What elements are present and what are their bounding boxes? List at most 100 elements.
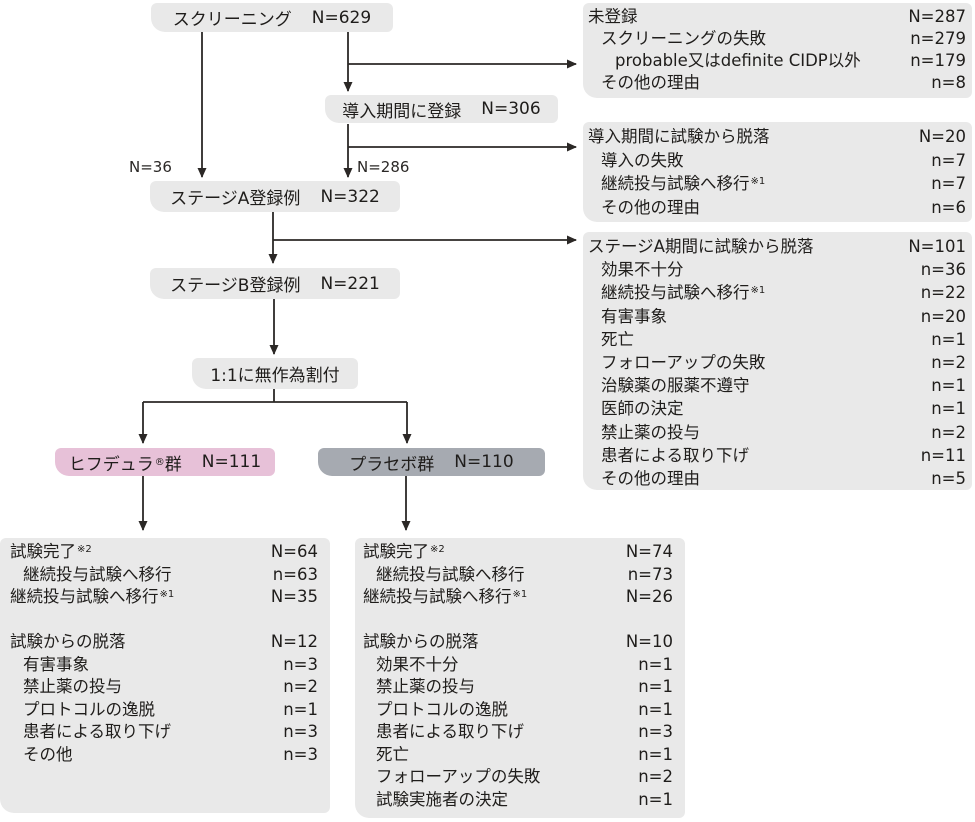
detail-label: プロトコルの逸脱 xyxy=(376,699,508,719)
detail-label: 効果不十分 xyxy=(601,260,684,280)
detail-label: その他 xyxy=(23,744,73,764)
detail-row: 治験薬の服薬不遵守 n=1 xyxy=(583,374,972,397)
detail-row: 導入の失敗 n=7 xyxy=(583,149,972,173)
detail-value: n=2 xyxy=(283,677,318,696)
detail-label: 禁止薬の投与 xyxy=(376,677,475,696)
detail-label: 未登録 xyxy=(588,7,638,26)
detail-row: 試験からの脱落 N=12 xyxy=(0,631,330,654)
detail-value: n=3 xyxy=(283,744,318,764)
placebo-group-label: プラセボ群 xyxy=(349,454,435,475)
detail-value: N=26 xyxy=(625,587,673,606)
detail-row: 継続投与試験へ移行 n=73 xyxy=(355,564,685,587)
detail-label: ステージA期間に試験から脱落 xyxy=(588,237,814,256)
detail-value: n=6 xyxy=(931,197,966,217)
detail-row: スクリーニングの失敗 n=279 xyxy=(583,28,972,50)
unregistered-box: 未登録 N=287 スクリーニングの失敗 n=279 probable又はdef… xyxy=(583,3,972,98)
detail-row: フォローアップの失敗 n=2 xyxy=(355,766,685,789)
detail-label: 患者による取り下げ xyxy=(23,722,172,741)
registered-trademark-mark: ® xyxy=(154,456,165,468)
detail-value: n=1 xyxy=(638,699,673,719)
detail-label: 継続投与試験へ移行 xyxy=(23,564,172,584)
detail-value: n=5 xyxy=(931,468,966,488)
detail-label: 試験からの脱落 xyxy=(363,632,479,651)
stage-a-box: ステージA登録例 N=322 xyxy=(150,181,400,212)
detail-value: n=1 xyxy=(931,376,966,396)
detail-value: n=8 xyxy=(931,73,966,92)
detail-row: probable又はdefinite CIDP以外 n=179 xyxy=(583,50,972,72)
detail-label: 試験完了※2 xyxy=(363,542,445,561)
detail-value: n=7 xyxy=(931,174,966,193)
placebo-group-count: N=110 xyxy=(454,452,514,472)
screening-count: N=629 xyxy=(311,7,372,28)
detail-value: n=3 xyxy=(283,654,318,674)
detail-value: N=12 xyxy=(270,632,318,651)
detail-row: その他 n=3 xyxy=(0,744,330,767)
detail-value: n=1 xyxy=(931,399,966,419)
detail-row: 死亡 n=1 xyxy=(583,328,972,351)
detail-label: 試験からの脱落 xyxy=(10,632,126,651)
detail-row: その他の理由 n=6 xyxy=(583,196,972,220)
detail-value: N=10 xyxy=(625,632,673,651)
detail-value: n=179 xyxy=(910,51,966,70)
detail-row: 患者による取り下げ n=11 xyxy=(583,444,972,467)
detail-row: 禁止薬の投与 n=2 xyxy=(0,676,330,699)
detail-label: その他の理由 xyxy=(601,73,700,92)
detail-row xyxy=(355,609,685,632)
detail-value: n=2 xyxy=(931,352,966,372)
detail-value: N=35 xyxy=(270,587,318,606)
detail-label: 医師の決定 xyxy=(601,399,684,419)
detail-row: 継続投与試験へ移行※1 n=22 xyxy=(583,281,972,304)
placebo-outcome-box: 試験完了※2 N=74 継続投与試験へ移行 n=73 継続投与試験へ移行※1 N… xyxy=(355,538,685,818)
hifdura-group-box: ヒフデュラ®群 N=111 xyxy=(55,448,275,476)
detail-label: スクリーニングの失敗 xyxy=(601,29,766,48)
detail-label: 患者による取り下げ xyxy=(601,445,750,465)
screening-label: スクリーニング xyxy=(172,10,292,30)
detail-row: 試験完了※2 N=74 xyxy=(355,541,685,564)
detail-value: N=287 xyxy=(908,7,966,26)
detail-row: プロトコルの逸脱 n=1 xyxy=(0,699,330,722)
randomization-label: 1:1に無作為割付 xyxy=(210,366,340,386)
detail-row: 効果不十分 n=36 xyxy=(583,258,972,281)
detail-row: ステージA期間に試験から脱落 N=101 xyxy=(583,235,972,258)
detail-value: N=64 xyxy=(270,542,318,561)
screening-box: スクリーニング N=629 xyxy=(151,3,393,32)
detail-value: n=1 xyxy=(638,654,673,674)
detail-label: 継続投与試験へ移行※1 xyxy=(10,587,175,606)
detail-value: n=7 xyxy=(931,150,966,170)
detail-row: 継続投与試験へ移行※1 n=7 xyxy=(583,172,972,196)
detail-value: N=101 xyxy=(908,237,966,256)
detail-value: n=1 xyxy=(931,329,966,349)
detail-value: n=2 xyxy=(638,767,673,786)
detail-label: 禁止薬の投与 xyxy=(23,677,122,696)
edge-label-n286: N=286 xyxy=(357,158,410,176)
detail-row: 有害事象 n=3 xyxy=(0,654,330,677)
detail-label: プロトコルの逸脱 xyxy=(23,699,155,719)
detail-row: 効果不十分 n=1 xyxy=(355,654,685,677)
induction-dropout-box: 導入期間に試験から脱落 N=20 導入の失敗 n=7 継続投与試験へ移行※1 n… xyxy=(583,122,972,222)
detail-label: 治験薬の服薬不遵守 xyxy=(601,376,750,396)
detail-row: プロトコルの逸脱 n=1 xyxy=(355,699,685,722)
induction-label: 導入期間に登録 xyxy=(342,101,462,122)
detail-row: 継続投与試験へ移行※1 N=35 xyxy=(0,586,330,609)
detail-row: フォローアップの失敗 n=2 xyxy=(583,351,972,374)
detail-value: n=22 xyxy=(920,283,966,303)
detail-row: その他の理由 n=8 xyxy=(583,72,972,94)
detail-value: n=1 xyxy=(283,699,318,719)
detail-value: n=73 xyxy=(627,564,673,584)
induction-count: N=306 xyxy=(481,99,541,119)
detail-label: 継続投与試験へ移行※1 xyxy=(601,174,766,193)
induction-box: 導入期間に登録 N=306 xyxy=(325,95,558,123)
detail-label: その他の理由 xyxy=(601,197,700,217)
hifdura-group-count: N=111 xyxy=(201,452,262,472)
hifdura-group-label: ヒフデュラ®群 xyxy=(68,454,182,475)
detail-label: 継続投与試験へ移行※1 xyxy=(363,587,528,606)
detail-label: その他の理由 xyxy=(601,468,700,488)
detail-label: 患者による取り下げ xyxy=(376,722,525,741)
detail-value: N=20 xyxy=(918,127,966,146)
detail-row: 継続投与試験へ移行 n=63 xyxy=(0,564,330,587)
detail-row: 死亡 n=1 xyxy=(355,744,685,767)
detail-value: n=63 xyxy=(272,564,318,584)
detail-row: その他の理由 n=5 xyxy=(583,467,972,490)
edge-label-n36: N=36 xyxy=(129,158,172,176)
detail-label: フォローアップの失敗 xyxy=(376,767,541,786)
